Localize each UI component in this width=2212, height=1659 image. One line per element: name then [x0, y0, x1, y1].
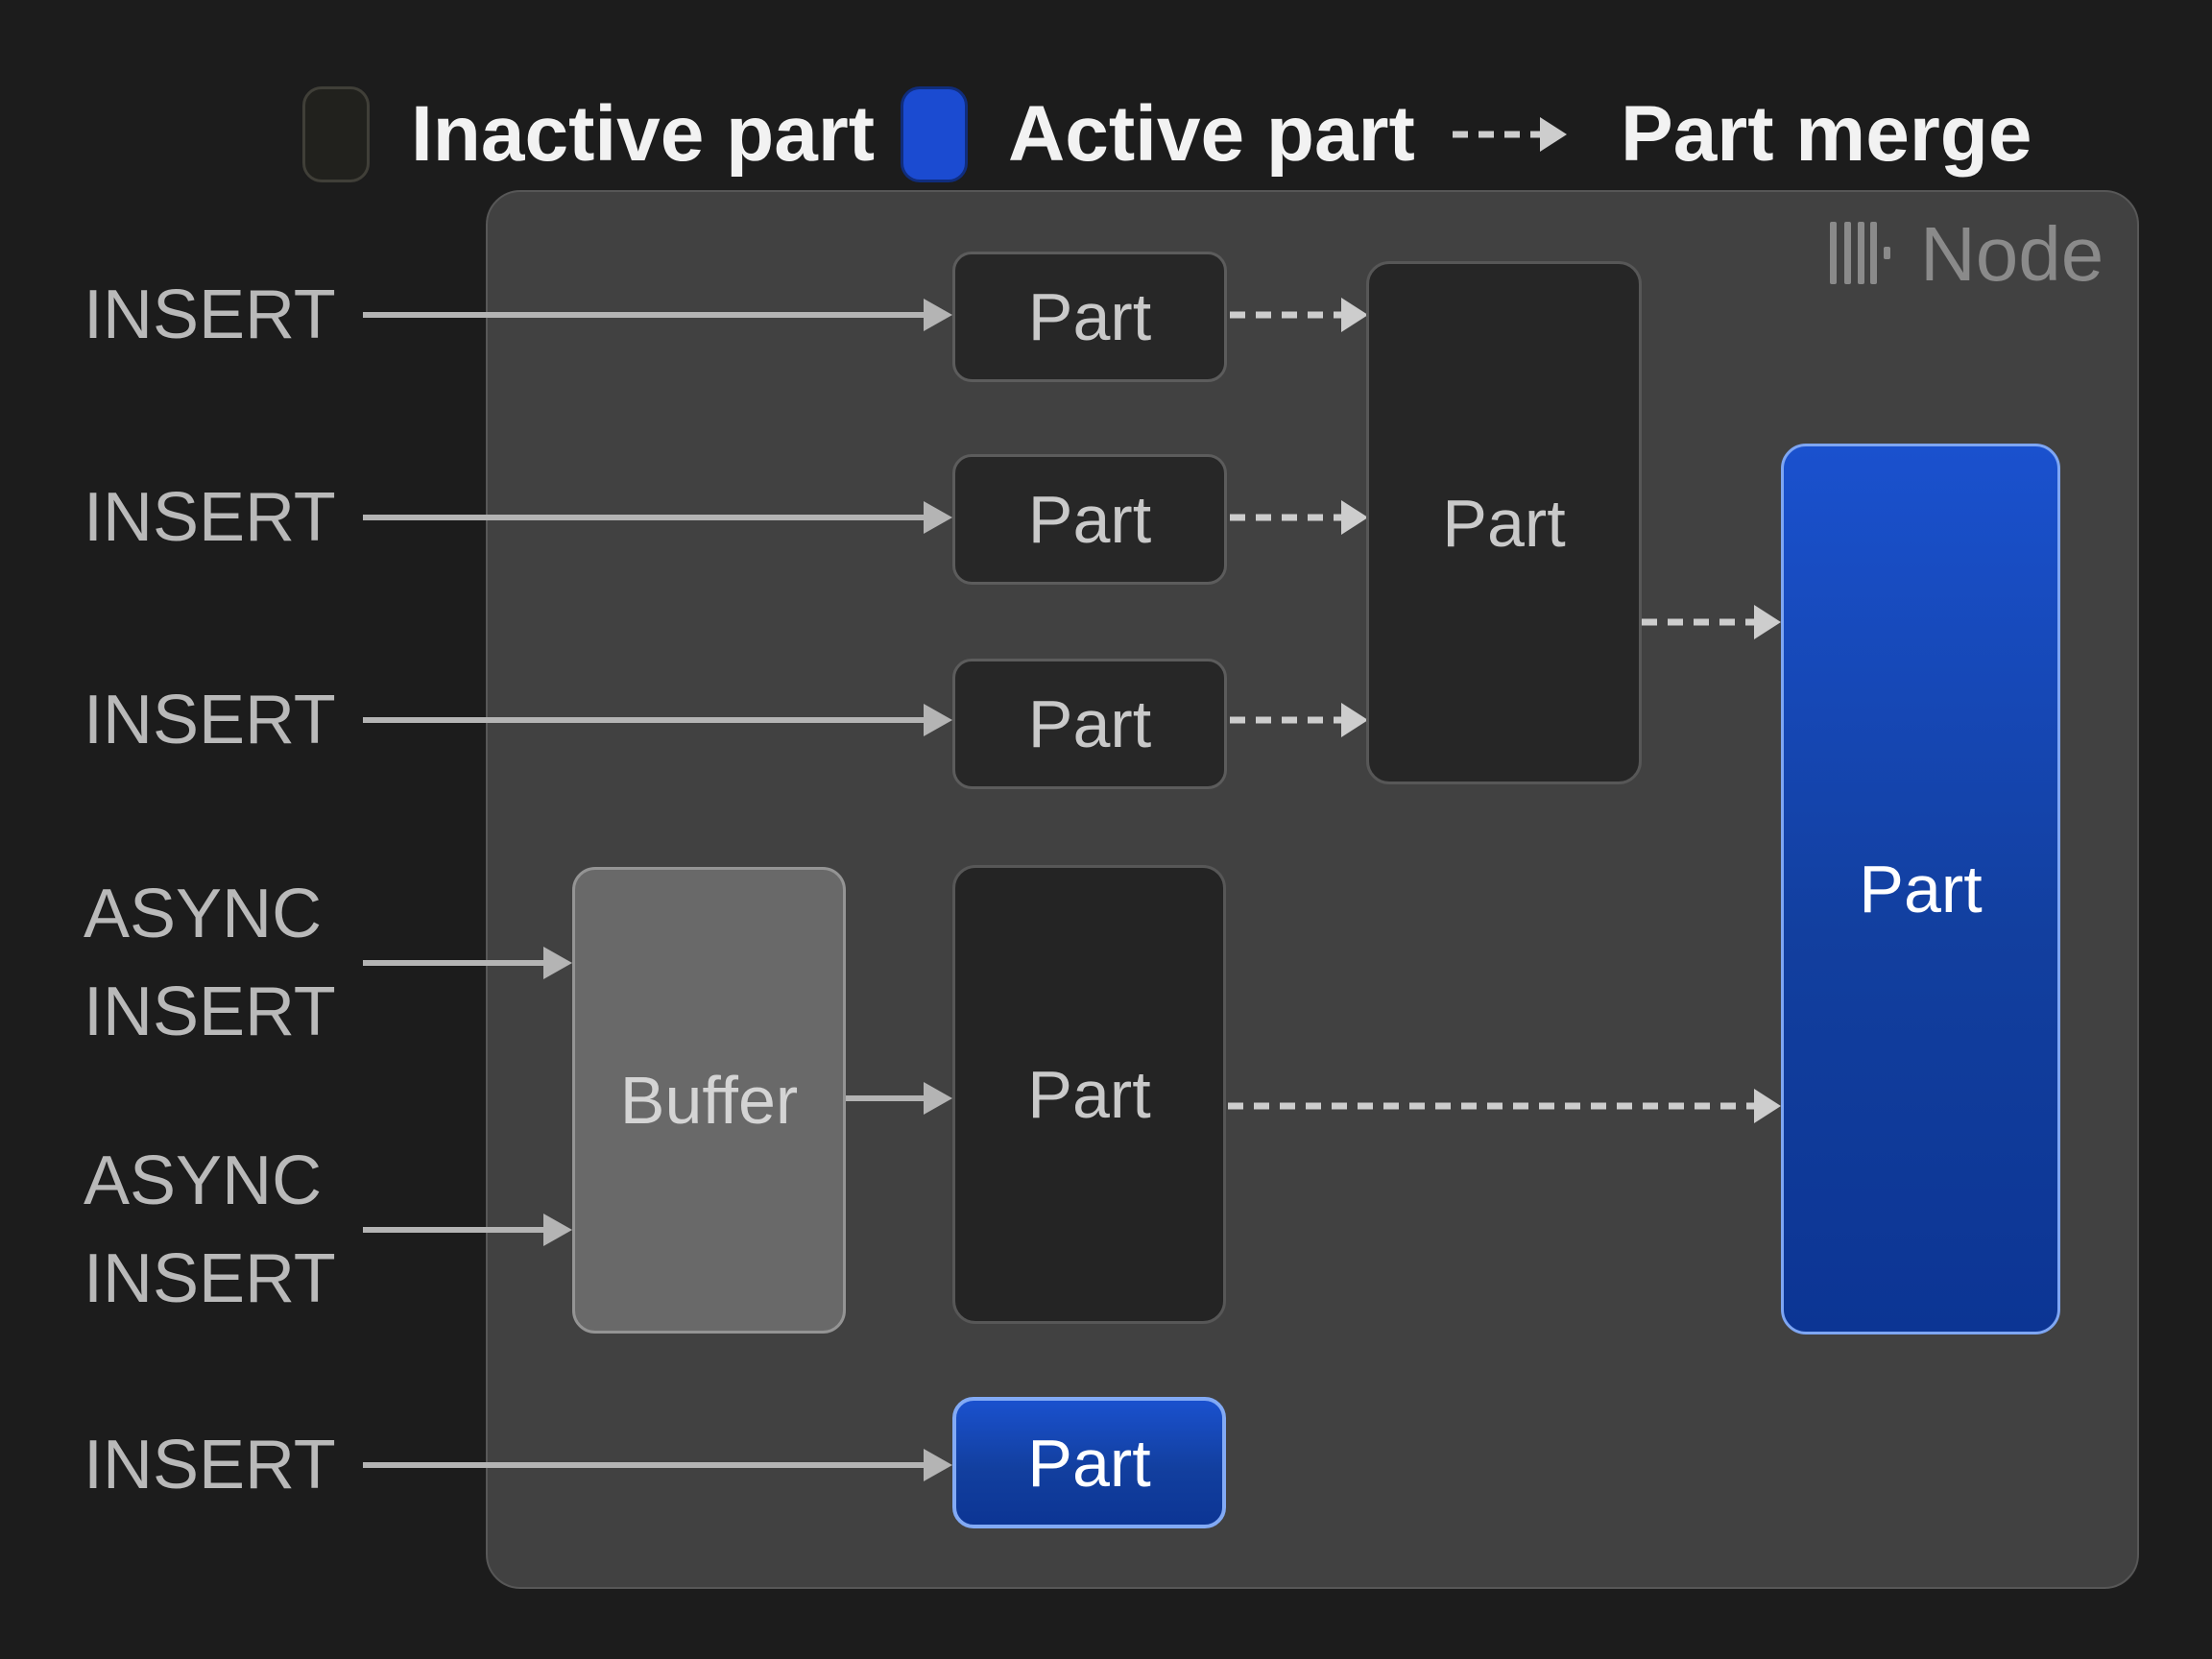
insert-label-4: INSERT: [84, 1427, 336, 1503]
buffer-to-part-arrow: [846, 1081, 952, 1116]
dashed-shaft: [1453, 131, 1542, 138]
dashed-shaft: [1230, 716, 1343, 724]
arrow-shaft: [363, 960, 545, 966]
async-insert-arrow-2: [363, 1213, 572, 1247]
async-insert-label-2: ASYNC INSERT: [84, 1142, 336, 1317]
dashed-shaft: [1230, 514, 1343, 521]
active-part-swatch-icon: [901, 86, 968, 182]
insert-label-3: INSERT: [84, 682, 336, 758]
async-insert-arrow-1: [363, 946, 572, 980]
arrowhead-icon: [924, 1449, 952, 1481]
arrow-shaft: [363, 1462, 926, 1468]
arrow-shaft: [363, 717, 926, 723]
legend-active-label: Active part: [1008, 90, 1415, 178]
arrowhead-icon: [924, 501, 952, 534]
merged-to-active-merge-arrow: [1642, 605, 1781, 639]
inactive-part-box-3: Part: [952, 659, 1227, 789]
merged-part-box: Part: [1366, 261, 1642, 784]
arrowhead-icon: [1754, 605, 1781, 639]
arrowhead-icon: [1754, 1089, 1781, 1123]
active-part-box-small: Part: [952, 1397, 1226, 1528]
insert-arrow-2: [363, 500, 952, 535]
dashed-shaft: [1228, 1102, 1756, 1110]
node-title: Node: [1920, 211, 2104, 297]
insert-label-2: INSERT: [84, 479, 336, 556]
inactive-part-swatch-icon: [302, 86, 370, 182]
buffer-box: Buffer: [572, 867, 846, 1334]
arrowhead-icon: [543, 1214, 572, 1246]
insert-arrow-3: [363, 703, 952, 737]
arrowhead-icon: [543, 947, 572, 979]
arrow-shaft: [363, 1227, 545, 1233]
active-part-box-large: Part: [1781, 444, 2060, 1334]
legend-inactive-label: Inactive part: [411, 90, 876, 178]
legend-merge-label: Part merge: [1621, 90, 2032, 178]
part-merge-arrow-3: [1230, 703, 1368, 737]
arrowhead-icon: [924, 1082, 952, 1115]
arrow-shaft: [363, 515, 926, 520]
part-merge-arrow-2: [1230, 500, 1368, 535]
insert-arrow-4: [363, 1448, 952, 1482]
async-insert-label-1: ASYNC INSERT: [84, 876, 336, 1050]
async-part-to-active-merge-arrow: [1228, 1089, 1781, 1123]
inactive-part-box-2: Part: [952, 454, 1227, 585]
arrowhead-icon: [924, 704, 952, 736]
arrowhead-icon: [1341, 703, 1368, 737]
arrowhead-icon: [1341, 298, 1368, 332]
part-merge-arrow-1: [1230, 298, 1368, 332]
arrowhead-icon: [1341, 500, 1368, 535]
part-merge-arrow-icon: [1453, 117, 1567, 152]
clickhouse-logo-icon: [1830, 222, 1890, 284]
dashed-shaft: [1642, 618, 1756, 626]
insert-arrow-1: [363, 298, 952, 332]
arrow-shaft: [363, 312, 926, 318]
async-part-box: Part: [952, 865, 1226, 1324]
inactive-part-box-1: Part: [952, 252, 1227, 382]
dashed-shaft: [1230, 311, 1343, 319]
arrowhead-icon: [924, 299, 952, 331]
arrow-shaft: [846, 1095, 926, 1101]
insert-label-1: INSERT: [84, 276, 336, 353]
arrowhead-icon: [1540, 117, 1567, 152]
